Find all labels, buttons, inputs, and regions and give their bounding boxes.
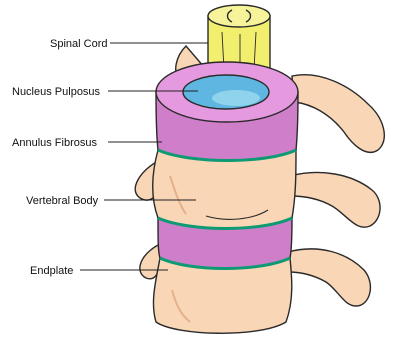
label-endplate: Endplate (30, 265, 73, 277)
label-spinal-cord: Spinal Cord (50, 38, 107, 50)
label-vertebral-body: Vertebral Body (26, 195, 99, 207)
upper-right-process (292, 75, 384, 153)
lower-right-process (288, 249, 370, 306)
spinal-cord-top (208, 5, 270, 27)
label-nucleus-pulposus: Nucleus Pulposus (12, 86, 101, 98)
label-annulus-fibrosus: Annulus Fibrosus (12, 137, 97, 149)
middle-right-process (290, 172, 380, 227)
upper-disc (156, 62, 298, 161)
